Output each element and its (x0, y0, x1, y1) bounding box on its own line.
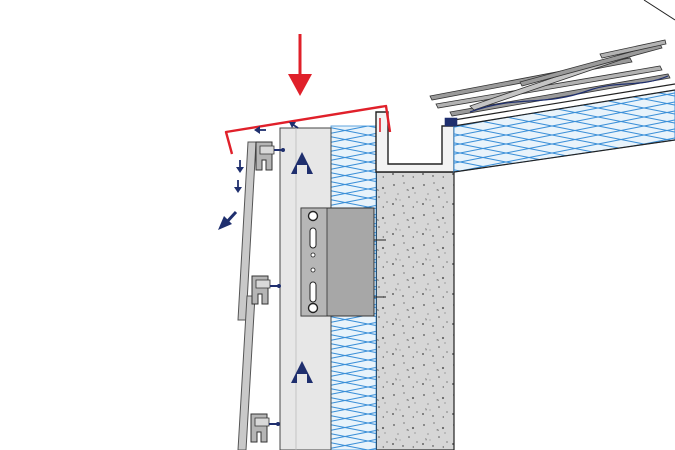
panel-clip (251, 275, 281, 305)
bracket-bolt-bottom (307, 302, 319, 314)
panel-clips (250, 141, 285, 443)
airflow-exit-icon (254, 122, 299, 134)
bracket-slot-lower (309, 281, 317, 303)
bracket-slot-upper (309, 227, 317, 249)
panel-clip (255, 141, 285, 171)
panel-clip (250, 413, 280, 443)
concrete-wall (375, 171, 455, 450)
roof-assembly (453, 0, 675, 173)
roof-tile-row (429, 39, 671, 117)
rain-arrow (288, 34, 312, 96)
bracket-bolt-top (307, 210, 319, 222)
parapet-flashing (224, 104, 392, 155)
gutter (375, 111, 455, 173)
airflow-up-icon (291, 361, 313, 383)
airflow-outflow-icon (218, 210, 238, 230)
wall-bracket (300, 207, 386, 317)
airflow-drip-down-icon (234, 160, 244, 193)
airflow-up-icon (291, 152, 313, 174)
roof-tiles (429, 39, 671, 127)
airflow-arrows (218, 122, 313, 383)
